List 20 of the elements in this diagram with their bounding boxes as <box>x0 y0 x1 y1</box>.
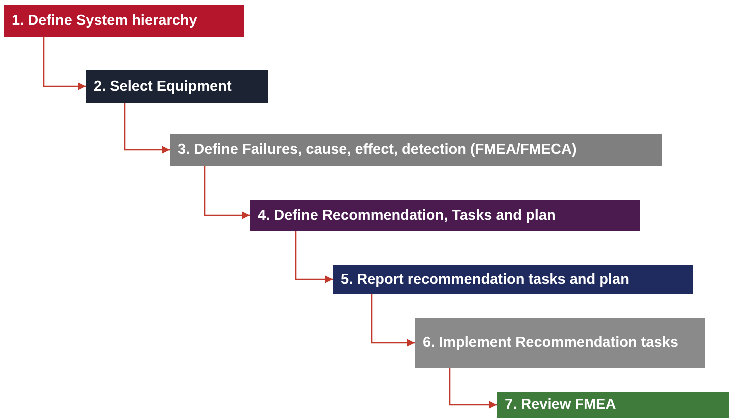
process-box <box>86 70 268 103</box>
step-label: 2. Select Equipment <box>94 78 232 94</box>
step-label: 7. Review FMEA <box>505 397 616 413</box>
process-box <box>333 265 693 294</box>
arrow <box>449 368 497 409</box>
arrow <box>371 294 415 347</box>
step-label: 6. Implement Recommendation tasks <box>423 335 678 351</box>
step-label: 5. Report recommendation tasks and plan <box>341 272 630 288</box>
step-label: 4. Define Recommendation, Tasks and plan <box>258 208 556 224</box>
step-label: 1. Define System hierarchy <box>12 13 198 29</box>
process-box <box>4 5 244 37</box>
arrow <box>124 103 170 154</box>
arrow <box>295 231 333 284</box>
step-label: 3. Define Failures, cause, effect, detection (FMEA/FMECA) <box>178 142 577 158</box>
arrow <box>43 37 86 90</box>
process-box <box>250 200 640 231</box>
process-box <box>170 134 662 166</box>
process-box <box>497 392 729 418</box>
process-box <box>415 318 705 368</box>
arrow <box>204 166 250 220</box>
